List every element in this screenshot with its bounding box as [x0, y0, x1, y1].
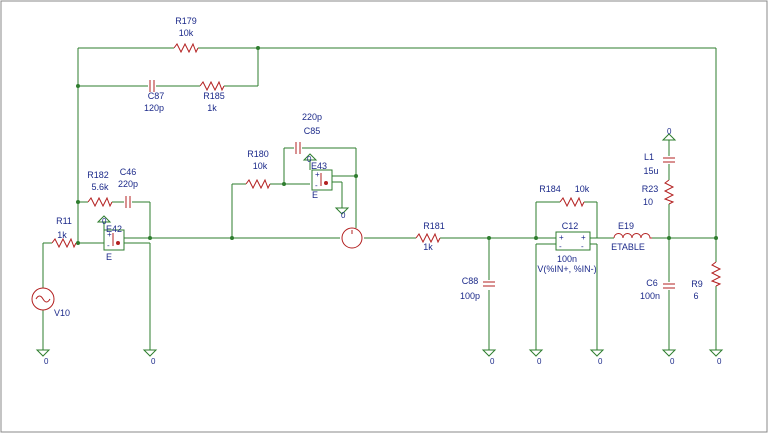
r182-value: 5.6k: [91, 182, 109, 192]
inductor-l1[interactable]: E19 ETABLE: [611, 221, 652, 252]
r179-value: 10k: [179, 28, 194, 38]
ground-label: 0: [341, 211, 346, 220]
e19-expression: V(%IN+, %IN-): [537, 264, 596, 274]
resistor-r11[interactable]: R11 1k: [51, 216, 77, 249]
etable-e19[interactable]: + - + - C12 100n V(%IN+, %IN-): [537, 221, 596, 274]
c85-ref: C85: [304, 126, 321, 136]
e19-out-plus: +: [581, 233, 586, 242]
e42-value: E: [106, 252, 112, 262]
ground-e42: 0: [142, 349, 158, 366]
e42-ref: E42: [106, 224, 122, 234]
ground-v10: 0: [35, 349, 51, 366]
resistor-r185[interactable]: R185 1k: [199, 80, 225, 113]
r23-ref: R23: [642, 184, 659, 194]
ground-label: 0: [490, 357, 495, 366]
r180-ref: R180: [247, 149, 269, 159]
r181-ref: R181: [423, 221, 445, 231]
voltage-source-v10[interactable]: V10: [31, 287, 70, 318]
r11-ref: R11: [56, 216, 72, 226]
c87-value: 120p: [144, 103, 164, 113]
e43-minus: -: [315, 181, 318, 190]
resistor-r179[interactable]: R179 10k: [173, 16, 199, 54]
vcvs-e42[interactable]: + - E42 E: [103, 224, 125, 262]
r9-ref: R9: [691, 279, 703, 289]
e43-plus: +: [315, 170, 320, 179]
ground-r9: 0: [708, 349, 724, 366]
ground-label: 0: [667, 127, 672, 136]
resistor-r181[interactable]: R181 1k: [415, 221, 445, 252]
c46-ref: C46: [120, 167, 137, 177]
c12-ref: L1: [644, 152, 654, 162]
r180-value: 10k: [253, 161, 268, 171]
capacitor-c12[interactable]: L1 15u: [643, 152, 675, 176]
ground-c6: 0: [661, 349, 677, 366]
ground-e43-ctrl: 0: [302, 153, 318, 164]
l1-value: ETABLE: [611, 242, 645, 252]
r9-value: 6: [693, 291, 698, 301]
resistor-r180[interactable]: R180 10k: [245, 149, 271, 190]
e19-out-minus: -: [581, 242, 584, 251]
c46-value: 220p: [118, 179, 138, 189]
ground-label: 0: [717, 357, 722, 366]
c88-value: 100p: [460, 291, 480, 301]
ground-e19-in: 0: [528, 349, 544, 366]
wires: [42, 47, 717, 350]
ground-e19-out: 0: [589, 349, 605, 366]
e19-ref: C12: [562, 221, 579, 231]
ground-label: 0: [670, 357, 675, 366]
ground-label: 0: [102, 217, 107, 226]
capacitor-c87[interactable]: C87 120p: [144, 80, 164, 113]
ground-e42-ctrl: 0: [96, 215, 112, 226]
ground-label: 0: [537, 357, 542, 366]
r181-value: 1k: [423, 242, 433, 252]
r185-ref: R185: [203, 91, 225, 101]
l1-ref: E19: [618, 221, 634, 231]
e42-minus: -: [107, 241, 110, 250]
r182-ref: R182: [87, 170, 109, 180]
r179-ref: R179: [175, 16, 197, 26]
capacitor-c6[interactable]: C6 100n: [640, 278, 675, 301]
ground-label: 0: [44, 357, 49, 366]
ground-label: 0: [307, 155, 312, 164]
c12-value: 15u: [643, 166, 658, 176]
capacitor-c85[interactable]: 220p C85: [295, 112, 322, 154]
capacitor-c88[interactable]: C88 100p: [460, 276, 495, 301]
e19-plus: +: [559, 233, 564, 242]
r184-ref: R184: [539, 184, 561, 194]
r23-value: 10: [643, 197, 653, 207]
e19-minus: -: [559, 242, 562, 251]
c6-ref: C6: [646, 278, 658, 288]
vcvs-e43[interactable]: + - E43 E: [311, 161, 333, 200]
ground-label: 0: [151, 357, 156, 366]
c85-value: 220p: [302, 112, 322, 122]
c87-ref: C87: [148, 91, 165, 101]
e42-plus: +: [107, 230, 112, 239]
ground-label: 0: [598, 357, 603, 366]
c88-ref: C88: [462, 276, 479, 286]
resistor-r182[interactable]: R182 5.6k: [87, 170, 113, 208]
e19-type: 100n: [557, 254, 577, 264]
e43-ref: E43: [311, 161, 327, 171]
resistor-r184[interactable]: R184 10k: [539, 184, 590, 208]
v10-ref: V10: [54, 308, 70, 318]
summing-node[interactable]: [341, 227, 363, 249]
r184-value: 10k: [575, 184, 590, 194]
e43-value: E: [312, 190, 318, 200]
r185-value: 1k: [207, 103, 217, 113]
resistor-r23[interactable]: R23 10: [642, 179, 675, 207]
c6-value: 100n: [640, 291, 660, 301]
resistor-r9[interactable]: R9 6: [691, 261, 722, 301]
ground-c88: 0: [481, 349, 497, 366]
capacitor-c46[interactable]: C46 220p: [118, 167, 138, 208]
ground-c12-top: 0: [661, 127, 677, 141]
junction-dots: [76, 46, 718, 245]
r11-value: 1k: [57, 230, 67, 240]
ground-e43-out: 0: [334, 207, 350, 220]
